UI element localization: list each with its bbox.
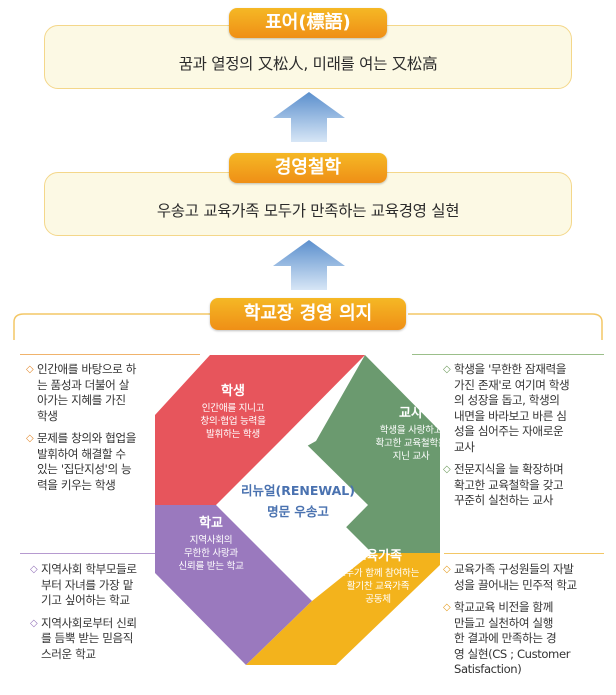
- diamond-bullet-icon: ◇: [443, 564, 451, 575]
- diamond-bullet-icon: ◇: [443, 602, 451, 613]
- student-shape: [155, 355, 365, 505]
- diamond-bullet-icon: ◇: [30, 564, 38, 575]
- school-list: ◇지역사회 학부모들로 부터 자녀를 가장 맡 기고 싶어하는 학교 ◇지역사회…: [30, 562, 180, 669]
- diamond-bullet-icon: ◇: [443, 364, 451, 375]
- school-desc: 지역사회의 무한한 사랑과 신뢰를 받는 학교: [178, 535, 244, 572]
- family-shape: [246, 553, 440, 665]
- list-item: ◇교육가족 구성원들의 자발 성을 끌어내는 민주적 학교: [443, 562, 577, 592]
- student-list: ◇인간애를 바탕으로 하 는 품성과 더불어 살 아가는 지혜를 가진 학생 ◇…: [26, 362, 186, 500]
- up-arrow-icon: [273, 240, 345, 290]
- school-shape: [155, 505, 312, 665]
- list-item: ◇전문지식을 늘 확장하며 확고한 교육철학을 갖고 꾸준히 실천하는 교사: [443, 462, 564, 507]
- teacher-list: ◇학생을 '무한한 잠재력을 가진 존재'로 여기며 학생 의 성장을 돕고, …: [443, 362, 613, 516]
- diamond-bullet-icon: ◇: [26, 433, 34, 444]
- school-title: 학교: [199, 516, 223, 531]
- motto-title: 표어(標語): [229, 8, 387, 38]
- list-item: ◇학교교육 비전을 함께 만들고 실천하여 실행 한 결과에 만족하는 경 영 …: [443, 600, 571, 676]
- family-label: 교육가족 모두가 함께 참여하는 활기찬 교육가족 공동체: [317, 545, 439, 606]
- list-item: ◇문제를 창의와 협업을 발휘하여 해결할 수 있는 '집단지성'의 능 력을 …: [26, 431, 136, 492]
- center-label: 리뉴얼(RENEWAL) 명문 우송고: [225, 480, 371, 520]
- teacher-shape: [280, 355, 440, 553]
- philosophy-title: 경영철학: [229, 153, 387, 183]
- list-item: ◇학생을 '무한한 잠재력을 가진 존재'로 여기며 학생 의 성장을 돕고, …: [443, 362, 570, 454]
- diamond-bullet-icon: ◇: [26, 364, 34, 375]
- diamond-bullet-icon: ◇: [443, 464, 451, 475]
- list-item: ◇인간애를 바탕으로 하 는 품성과 더불어 살 아가는 지혜를 가진 학생: [26, 362, 136, 423]
- philosophy-text: 우송고 교육가족 모두가 만족하는 교육경영 실현: [156, 202, 460, 220]
- family-desc: 모두가 함께 참여하는 활기찬 교육가족 공동체: [336, 568, 420, 605]
- teacher-rule: [412, 354, 604, 355]
- family-title: 교육가족: [354, 549, 402, 564]
- philosophy-box: 우송고 교육가족 모두가 만족하는 교육경영 실현: [44, 172, 572, 236]
- student-title: 학생: [221, 384, 245, 399]
- center-line1: 리뉴얼(RENEWAL): [241, 483, 355, 498]
- center-diamond: [228, 435, 368, 577]
- motto-text: 꿈과 열정의 又松人, 미래를 여는 又松高: [178, 55, 438, 73]
- student-label: 학생 인간애를 지니고 창의·협업 능력을 발휘하는 학생: [178, 380, 288, 441]
- list-item: ◇지역사회로부터 신뢰 를 듬뿍 받는 믿음직 스러운 학교: [30, 615, 137, 661]
- list-item: ◇지역사회 학부모들로 부터 자녀를 가장 맡 기고 싶어하는 학교: [30, 562, 137, 607]
- up-arrow-icon: [273, 92, 345, 142]
- will-title: 학교장 경영 의지: [210, 298, 406, 330]
- student-rule: [20, 354, 200, 355]
- family-rule: [444, 553, 604, 554]
- center-line2: 명문 우송고: [267, 504, 329, 519]
- will-bracket: [13, 313, 603, 340]
- teacher-desc: 학생을 사랑하고 확고한 교육철학을 지닌 교사: [375, 425, 447, 462]
- teacher-title: 교사: [399, 406, 423, 421]
- school-label: 학교 지역사회의 무한한 사랑과 신뢰를 받는 학교: [156, 512, 266, 573]
- student-desc: 인간애를 지니고 창의·협업 능력을 발휘하는 학생: [200, 403, 266, 440]
- family-list: ◇교육가족 구성원들의 자발 성을 끌어내는 민주적 학교 ◇학교교육 비전을 …: [443, 562, 613, 685]
- teacher-label: 교사 학생을 사랑하고 확고한 교육철학을 지닌 교사: [356, 402, 466, 463]
- school-rule: [20, 553, 170, 554]
- diamond-bullet-icon: ◇: [30, 617, 38, 629]
- management-diagram: [155, 355, 440, 665]
